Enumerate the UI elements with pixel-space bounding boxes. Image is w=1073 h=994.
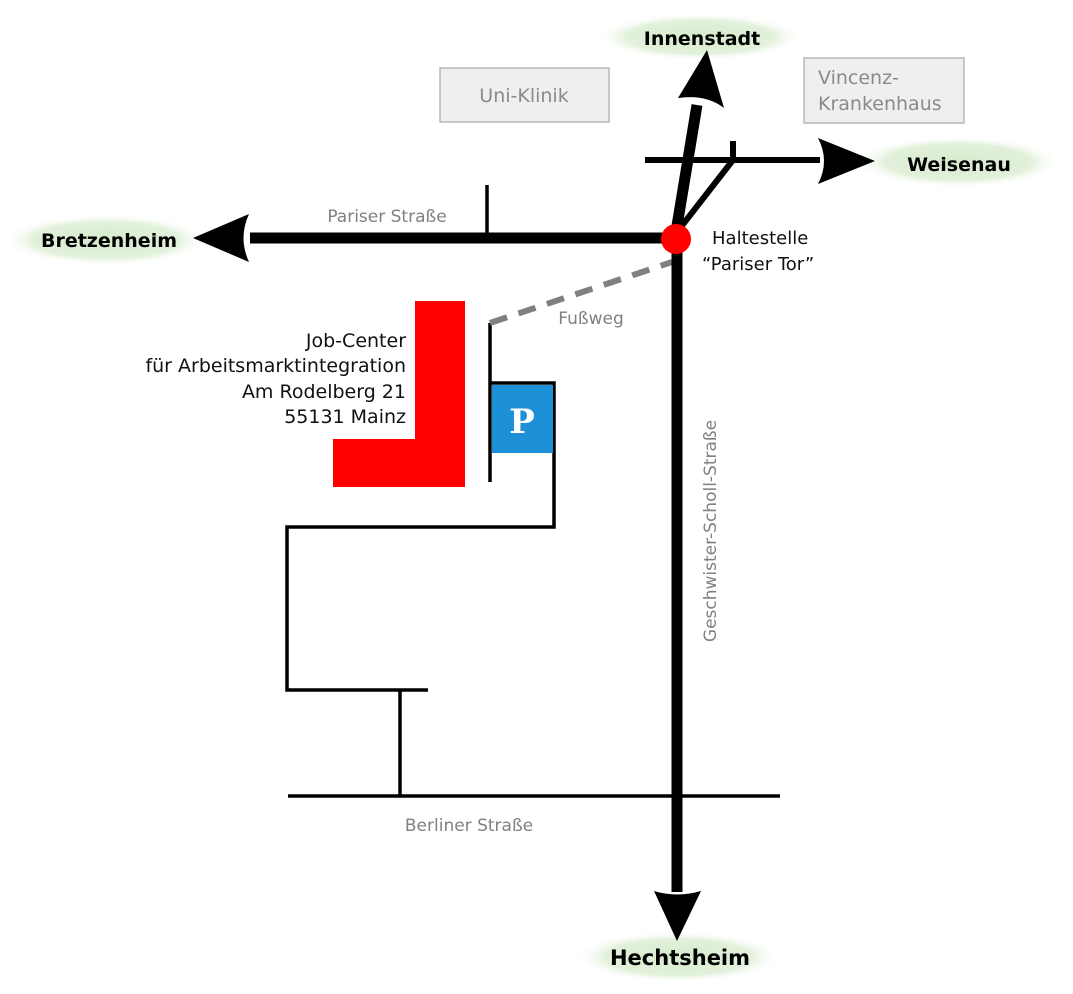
bus-stop-marker[interactable] (661, 224, 691, 254)
destination-label-hechtsheim: Hechtsheim (610, 946, 750, 970)
address-line-1: Job-Center (305, 330, 406, 352)
weisenau-ramp (674, 158, 736, 234)
jobcenter-building (333, 301, 465, 487)
landmark-label-vincenz-1: Vincenz- (818, 67, 899, 89)
destination-label-innenstadt: Innenstadt (644, 28, 760, 50)
parking-access-road (285, 381, 556, 692)
arrow-west-icon (193, 214, 249, 262)
address-line-4: 55131 Mainz (284, 406, 406, 428)
north-road (669, 104, 703, 239)
parking-area (492, 385, 553, 453)
footpath-line (489, 259, 673, 326)
landmark-box-vincenz (803, 57, 965, 124)
arrow-south-icon (654, 891, 701, 941)
minor-roads (285, 185, 780, 798)
arrow-north-icon (678, 50, 724, 108)
address-line-3: Am Rodelberg 21 (242, 381, 406, 403)
street-label-pariser: Pariser Straße (327, 207, 446, 227)
destination-bubble-south (574, 931, 782, 983)
destination-bubble-east (854, 136, 1062, 188)
destination-bubble-north (596, 13, 804, 61)
street-label-berliner: Berliner Straße (405, 816, 533, 836)
destination-label-bretzenheim: Bretzenheim (41, 230, 177, 252)
landmark-box-uniklinik (439, 67, 610, 123)
landmark-label-vincenz-2: Krankenhaus (818, 93, 942, 115)
address-line-2: für Arbeitsmarktintegration (145, 355, 406, 377)
main-roads (250, 104, 820, 892)
stop-label-line2: “Pariser Tor” (702, 254, 814, 275)
stop-label-line1: Haltestelle (712, 228, 808, 249)
street-label-geschwister: Geschwister-Scholl-Straße (701, 420, 721, 642)
parking-icon: P (509, 402, 535, 442)
arrow-east-icon (818, 138, 875, 184)
street-label-footpath: Fußweg (558, 309, 624, 329)
destination-label-weisenau: Weisenau (907, 154, 1011, 176)
destination-bubble-west (2, 214, 210, 266)
landmark-label-uniklinik: Uni-Klinik (479, 85, 568, 107)
